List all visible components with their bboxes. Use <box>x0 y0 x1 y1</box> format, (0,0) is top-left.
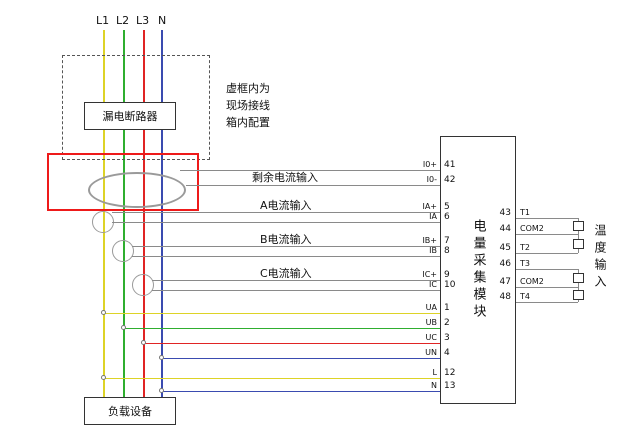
left-terminal-num: 42 <box>444 175 456 185</box>
tap-dot-uc <box>141 340 146 345</box>
left-terminal-name: I0- <box>426 175 437 184</box>
wire-ia-plus <box>112 212 440 213</box>
right-terminal-num: 43 <box>499 208 511 218</box>
left-terminal-name: I0+ <box>422 160 437 169</box>
acquisition-module-box: 电量采集模块 <box>440 136 516 404</box>
residual-ct-highlight <box>47 153 199 211</box>
tap-dot-ua <box>101 310 106 315</box>
tap-dot-un <box>159 355 164 360</box>
config-note: 虚框内为 现场接线 箱内配置 <box>226 80 270 131</box>
left-terminal-name: IB+ <box>422 236 437 245</box>
right-terminal-name: T3 <box>520 259 530 268</box>
wire-ic-plus <box>152 280 440 281</box>
ct-phase-a <box>92 211 114 233</box>
left-terminal-num: 3 <box>444 333 450 343</box>
left-terminal-num: 12 <box>444 368 456 378</box>
phase-conductor-l3 <box>143 30 145 398</box>
left-terminal-name: UN <box>425 348 437 357</box>
wire-ib-plus <box>132 246 440 247</box>
phase-conductor-l2 <box>123 30 125 398</box>
ct-phase-b <box>112 240 134 262</box>
left-terminal-num: 5 <box>444 202 450 212</box>
left-terminal-num: 8 <box>444 246 450 256</box>
wire-ib <box>132 256 440 257</box>
config-note-line2: 现场接线 <box>226 99 270 112</box>
wire-com2b <box>516 287 578 288</box>
temp-sensor-t3 <box>573 273 584 283</box>
right-terminal-num: 46 <box>499 259 511 269</box>
right-terminal-num: 44 <box>499 224 511 234</box>
left-terminal-num: 13 <box>444 381 456 391</box>
tap-dot-ub <box>121 325 126 330</box>
left-terminal-num: 41 <box>444 160 456 170</box>
left-terminal-num: 4 <box>444 348 450 358</box>
left-terminal-name: IB <box>429 246 437 255</box>
breaker-label: 漏电断路器 <box>102 110 158 123</box>
wire-com2a <box>516 234 578 235</box>
wire-ic <box>152 290 440 291</box>
label-residual-input: 剩余电流输入 <box>252 171 318 184</box>
right-terminal-name: T1 <box>520 208 530 217</box>
phase-label-l2: L2 <box>116 14 130 27</box>
left-terminal-num: 2 <box>444 318 450 328</box>
wire-i0-minus <box>186 185 440 186</box>
wire-ua <box>103 313 440 314</box>
left-terminal-name: N <box>431 381 437 390</box>
config-note-line1: 虚框内为 <box>226 82 270 95</box>
left-terminal-name: UB <box>425 318 437 327</box>
acquisition-module-label: 电量采集模块 <box>470 219 486 321</box>
right-terminal-name: COM2 <box>520 277 544 286</box>
left-terminal-name: UA <box>425 303 437 312</box>
wire-t2 <box>516 253 578 254</box>
left-terminal-num: 6 <box>444 212 450 222</box>
wire-t4 <box>516 302 578 303</box>
right-terminal-num: 48 <box>499 292 511 302</box>
right-terminal-name: T4 <box>520 292 530 301</box>
right-terminal-name: COM2 <box>520 224 544 233</box>
left-terminal-name: IC <box>429 280 437 289</box>
temp-sensor-t1 <box>573 221 584 231</box>
breaker-box: 漏电断路器 <box>84 102 176 130</box>
neutral-conductor <box>161 30 163 398</box>
ct-phase-c <box>132 274 154 296</box>
load-box: 负载设备 <box>84 397 176 425</box>
phase-label-n: N <box>158 14 167 27</box>
right-terminal-num: 45 <box>499 243 511 253</box>
left-terminal-num: 10 <box>444 280 456 290</box>
config-note-line3: 箱内配置 <box>226 116 270 129</box>
dashed-enclosure-box <box>62 55 210 160</box>
wire-un <box>161 358 440 359</box>
phase-label-l1: L1 <box>96 14 110 27</box>
wire-uc <box>143 343 440 344</box>
left-terminal-num: 1 <box>444 303 450 313</box>
wire-ub <box>123 328 440 329</box>
temp-sensor-t2 <box>573 239 584 249</box>
left-terminal-num: 7 <box>444 236 450 246</box>
left-terminal-name: L <box>432 368 437 377</box>
load-label: 负载设备 <box>108 405 152 418</box>
label-phase-b-input: B电流输入 <box>260 233 312 246</box>
tap-dot-n <box>159 388 164 393</box>
wire-t1 <box>516 218 578 219</box>
tap-dot-l <box>101 375 106 380</box>
left-terminal-num: 9 <box>444 270 450 280</box>
left-terminal-name: UC <box>425 333 437 342</box>
phase-label-l3: L3 <box>136 14 150 27</box>
wire-ia <box>112 222 440 223</box>
temp-sensor-t4 <box>573 290 584 300</box>
temperature-input-label: 温度输入 <box>593 224 607 292</box>
left-terminal-name: IA <box>429 212 437 221</box>
right-terminal-name: T2 <box>520 243 530 252</box>
right-terminal-num: 47 <box>499 277 511 287</box>
residual-ct-ellipse <box>88 172 186 208</box>
label-phase-a-input: A电流输入 <box>260 199 312 212</box>
label-phase-c-input: C电流输入 <box>260 267 312 280</box>
left-terminal-name: IA+ <box>422 202 437 211</box>
wire-supply-l <box>103 378 440 379</box>
wire-t3 <box>516 269 578 270</box>
left-terminal-name: IC+ <box>422 270 437 279</box>
wire-i0-plus <box>180 170 440 171</box>
wire-supply-n <box>161 391 440 392</box>
